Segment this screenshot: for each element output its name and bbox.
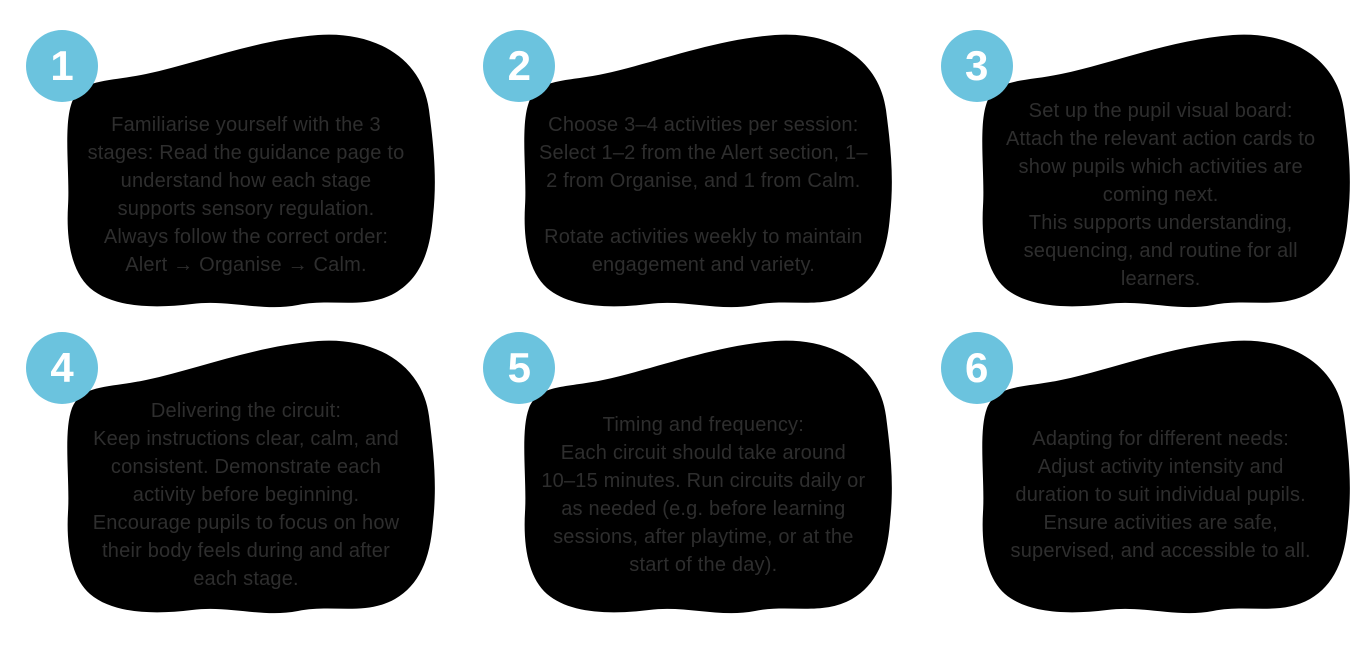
- step-text-line: activity before beginning.: [132, 484, 360, 506]
- step-text-line: learners.: [1120, 268, 1201, 290]
- step-text-line: Adapting for different needs:: [1032, 428, 1290, 450]
- step-text-line: Set up the pupil visual board:: [1028, 100, 1293, 122]
- step-number-badge: 6: [940, 332, 1013, 404]
- step-text-line: 10–15 minutes. Run circuits daily or: [541, 470, 866, 492]
- step-text-line: Timing and frequency:: [602, 414, 804, 436]
- step-text-line: Keep instructions clear, calm, and: [93, 428, 399, 450]
- step-text-line: sessions, after playtime, or at the: [553, 526, 854, 548]
- step-text-line: Rotate activities weekly to maintain: [544, 226, 863, 248]
- step-number-badge: 5: [483, 332, 556, 404]
- step-text-line: sequencing, and routine for all: [1023, 240, 1298, 262]
- step-number: 4: [50, 344, 74, 391]
- step-text-line: supports sensory regulation.: [117, 198, 375, 220]
- step-text: Set up the pupil visual board: Attach the…: [967, 60, 1355, 330]
- step-text-line: Each circuit should take around: [560, 442, 846, 464]
- step-number-badge: 4: [26, 332, 98, 404]
- step-text-line: duration to suit individual pupils.: [1015, 484, 1306, 506]
- step-text-line: Alert → Organise → Calm.: [125, 254, 367, 276]
- step-text-line: Adjust activity intensity and: [1037, 456, 1284, 478]
- step-text-line: engagement and variety.: [591, 254, 815, 276]
- step-text-line: Ensure activities are safe,: [1043, 512, 1278, 534]
- step-card-1: 1 Familiarise yourself with the 3 stages:…: [0, 0, 457, 324]
- step-card-2: 2 Choose 3–4 activities per session: Sele…: [457, 0, 914, 324]
- step-text-line: Attach the relevant action cards to: [1005, 128, 1316, 150]
- step-number-badge: 3: [940, 30, 1013, 102]
- step-text-line: consistent. Demonstrate each: [110, 456, 382, 478]
- step-text-line: their body feels during and after: [102, 540, 390, 562]
- step-text-line: 2 from Organise, and 1 from Calm.: [546, 170, 861, 192]
- step-number-badge: 2: [483, 30, 556, 102]
- step-text: Choose 3–4 activities per session: Select…: [509, 60, 897, 330]
- step-text-line: coming next.: [1102, 184, 1219, 206]
- step-text: Timing and frequency: Each circuit should…: [509, 360, 897, 630]
- step-text-line: supervised, and accessible to all.: [1010, 540, 1311, 562]
- step-text: Familiarise yourself with the 3 stages: R…: [52, 60, 440, 330]
- step-card-3: 3 Set up the pupil visual board: Attach t…: [915, 0, 1372, 324]
- step-text-line: Always follow the correct order:: [103, 226, 389, 248]
- step-number: 6: [964, 344, 989, 391]
- step-text: Adapting for different needs: Adjust acti…: [967, 360, 1355, 630]
- step-text-line: Familiarise yourself with the 3: [111, 114, 381, 136]
- step-text-line: stages: Read the guidance page to: [87, 142, 405, 164]
- step-text: Delivering the circuit: Keep instructions…: [52, 360, 440, 630]
- step-number-badge: 1: [26, 30, 98, 102]
- step-text-line: show pupils which activities are: [1018, 156, 1303, 178]
- step-text-line: This supports understanding,: [1028, 212, 1293, 234]
- step-card-6: 6 Adapting for different needs: Adjust ac…: [915, 324, 1372, 648]
- step-text-line: [509, 195, 897, 223]
- step-number: 5: [507, 344, 531, 391]
- step-text-line: Select 1–2 from the Alert section, 1–: [538, 142, 868, 164]
- step-card-5: 5 Timing and frequency: Each circuit shou…: [457, 324, 914, 648]
- step-text-line: as needed (e.g. before learning: [561, 498, 846, 520]
- step-number: 1: [50, 42, 74, 89]
- step-number: 2: [507, 42, 531, 89]
- step-text-line: start of the day).: [629, 554, 778, 576]
- step-text-line: Encourage pupils to focus on how: [92, 512, 400, 534]
- step-text-line: Delivering the circuit:: [150, 400, 342, 422]
- step-text-line: each stage.: [193, 568, 299, 590]
- step-number: 3: [964, 42, 989, 89]
- step-text-line: Choose 3–4 activities per session:: [548, 114, 859, 136]
- step-card-4: 4 Delivering the circuit: Keep instructio…: [0, 324, 457, 648]
- step-text-line: understand how each stage: [120, 170, 372, 192]
